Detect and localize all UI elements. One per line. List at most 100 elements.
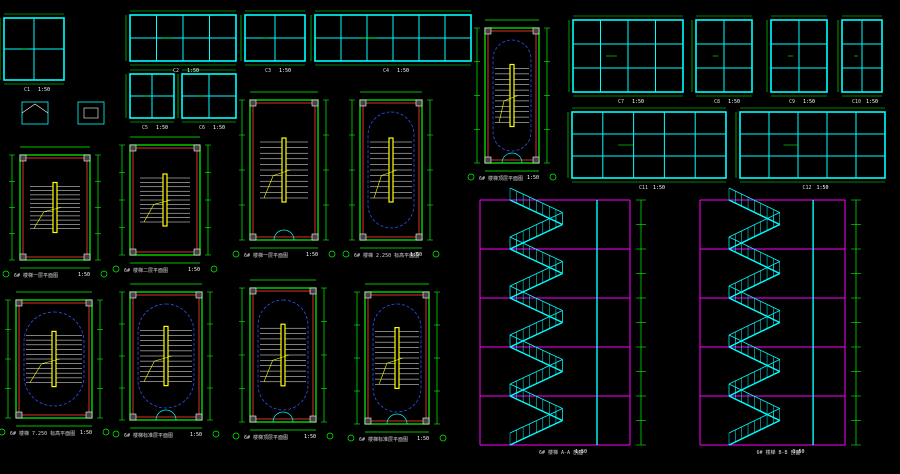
window-scale: 1:50 <box>632 99 645 105</box>
stair-plan-scale: 1:50 <box>190 432 203 438</box>
window-caption: C1 <box>24 87 31 93</box>
column <box>309 287 317 295</box>
window-caption: C11 <box>639 185 649 191</box>
window-elevation <box>177 69 237 123</box>
stair-handrail <box>52 181 58 234</box>
window-caption: C8 <box>714 99 721 105</box>
stair-plan-scale: 1:50 <box>78 272 91 278</box>
landing-oval <box>23 311 85 407</box>
column <box>83 253 91 261</box>
detail-box <box>21 101 49 125</box>
window-scale: 1:50 <box>816 185 829 191</box>
direction-arrow <box>498 95 519 123</box>
wall-inner <box>367 294 427 422</box>
door-swing <box>283 229 295 241</box>
stair-section <box>479 187 646 446</box>
stair-handrail <box>281 137 287 203</box>
column <box>359 233 367 241</box>
detail-box <box>77 101 105 125</box>
window-caption: C12 <box>802 185 812 191</box>
window-elevation <box>735 107 886 183</box>
stair-handrail <box>280 323 286 387</box>
stair-sections <box>479 187 861 446</box>
stair-plan-scale: 1:50 <box>188 267 201 273</box>
wall-inner <box>18 302 90 416</box>
window-frame <box>739 111 886 179</box>
stair-plan-caption: 6# 楼梯 2.250 标高平面图 <box>354 253 420 259</box>
axis-bubble <box>432 250 440 258</box>
stair-plan-caption: 6# 楼梯顶层平面图 <box>244 435 289 441</box>
stair-plans <box>0 19 557 442</box>
door-swing <box>501 152 513 164</box>
axis-bubble <box>232 432 240 440</box>
window-scale: 1:50 <box>728 99 741 105</box>
axis-bubble <box>232 250 240 258</box>
direction-arrow <box>29 358 61 383</box>
stair-plan-scale: 1:50 <box>527 175 540 181</box>
door-swing <box>396 413 408 425</box>
wall-inner <box>132 147 198 253</box>
wall-inner <box>252 290 314 420</box>
column <box>532 27 540 35</box>
stair-plan <box>342 91 440 258</box>
axis-bubble <box>210 265 218 273</box>
direction-arrow <box>378 357 404 385</box>
stair-plan <box>0 291 110 436</box>
column <box>129 291 137 299</box>
column <box>484 156 492 164</box>
window-scale: 1:50 <box>866 99 879 105</box>
axis-bubble <box>100 270 108 278</box>
landing-oval <box>492 39 532 152</box>
wall-outer <box>359 99 423 241</box>
stair-plan-scale: 1:50 <box>410 252 423 258</box>
stair-handrail <box>394 327 400 390</box>
door-swing <box>511 152 523 164</box>
column <box>415 233 423 241</box>
wall-outer <box>129 291 203 421</box>
direction-arrow <box>143 355 173 382</box>
window-caption: C2 <box>173 68 180 74</box>
column <box>19 253 27 261</box>
stair-plan <box>347 283 447 442</box>
stair-handrail <box>162 173 168 227</box>
landing-oval <box>137 303 195 409</box>
stair-plan-scale: 1:50 <box>306 252 319 258</box>
column <box>422 291 430 299</box>
direction-arrow <box>33 207 62 229</box>
stair-plan-caption: 6# 楼梯一层平面图 <box>244 253 289 259</box>
axis-bubble <box>112 430 120 438</box>
landing-oval <box>257 299 309 411</box>
column <box>249 287 257 295</box>
stair-section <box>699 187 861 446</box>
direction-arrow <box>263 354 290 382</box>
stair-plan <box>232 91 336 258</box>
window-frame <box>571 111 727 179</box>
detail-line <box>34 103 49 114</box>
window-elevations <box>0 10 886 183</box>
wall-inner <box>487 30 537 161</box>
direction-arrow <box>373 169 398 199</box>
stair-handrail <box>388 137 394 203</box>
stair-handrail <box>51 330 57 388</box>
wall-outer <box>129 144 201 256</box>
section-caption: 6# 楼梯 A-A 剖面 <box>539 450 584 456</box>
door-swing <box>165 409 177 421</box>
axis-bubble <box>212 430 220 438</box>
window-caption: C4 <box>383 68 390 74</box>
stair-plan-caption: 6# 楼梯标准层平面图 <box>359 437 409 443</box>
axis-bubble <box>347 434 355 442</box>
wall-outer <box>484 27 540 164</box>
stair-handrail <box>509 63 515 128</box>
column <box>129 413 137 421</box>
column <box>15 299 23 307</box>
axis-bubble <box>112 265 120 273</box>
window-elevation <box>567 107 727 183</box>
section-scale: 1:50 <box>575 449 588 455</box>
column <box>311 233 319 241</box>
axis-bubble <box>467 173 475 181</box>
stair-plan <box>467 19 557 181</box>
column <box>129 144 137 152</box>
column <box>15 411 23 419</box>
detail-inner <box>83 107 99 119</box>
